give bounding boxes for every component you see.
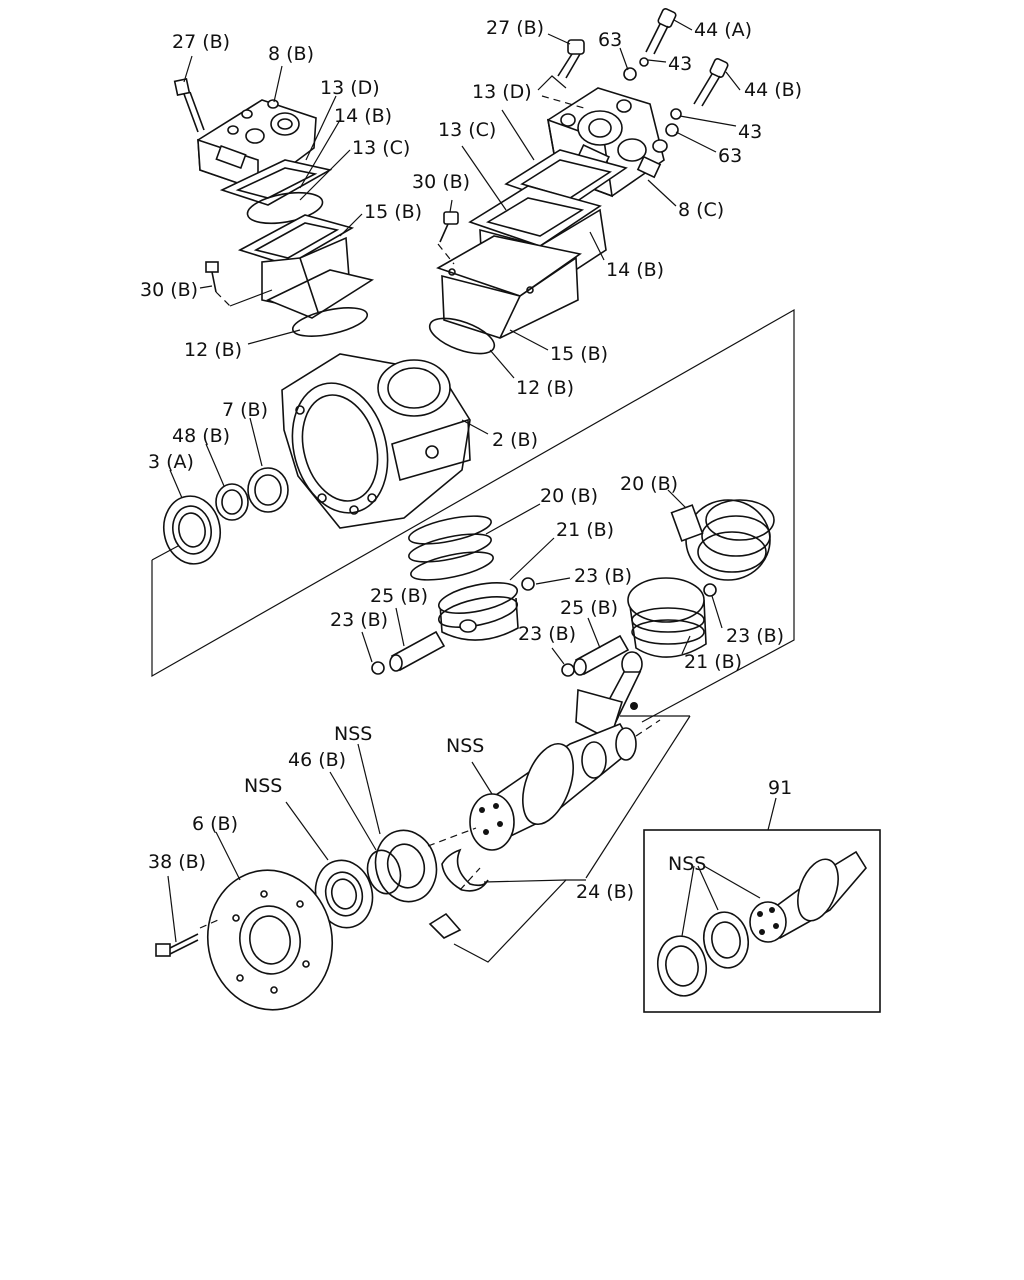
label-27b-right: 27 (B) (486, 17, 544, 39)
label-8b: 8 (B) (268, 43, 314, 65)
needle-bearing-nss (366, 849, 402, 895)
snap-ring-23b-right (703, 583, 717, 597)
label-14b-left: 14 (B) (334, 105, 392, 127)
bolt-38b (155, 933, 199, 957)
label-21b-mid: 21 (B) (556, 519, 614, 541)
label-63-mid: 63 (718, 145, 742, 167)
label-25b-left: 25 (B) (370, 585, 428, 607)
label-48b: 48 (B) (172, 425, 230, 447)
snap-ring-23b-a (521, 577, 535, 591)
piston-rings-20b-mid (408, 515, 494, 581)
bolt-30b-right (439, 211, 459, 243)
label-44a: 44 (A) (694, 19, 752, 41)
piston-21b-right (627, 577, 707, 658)
piston-21b-mid (437, 582, 519, 641)
piston-pin-25b-left (389, 630, 446, 672)
label-nss-inset: NSS (668, 853, 706, 875)
label-13d-right: 13 (D) (472, 81, 532, 103)
screw-44b (693, 57, 729, 107)
bolt-27b-right (557, 39, 585, 79)
screw-44a (645, 7, 677, 55)
bearing-3a (163, 495, 221, 565)
cylinder-head-8b (197, 99, 317, 192)
washer-43-mid (670, 108, 682, 120)
label-23b-left: 23 (B) (330, 609, 388, 631)
snap-ring-23b-far (561, 663, 575, 677)
cylinder-15b-left (237, 214, 375, 319)
label-23b-a: 23 (B) (574, 565, 632, 587)
bolt-27b-left (173, 77, 205, 133)
label-46b: 46 (B) (288, 749, 346, 771)
label-25b-right: 25 (B) (560, 597, 618, 619)
crankcase-2b (281, 353, 471, 529)
inset-bearing-inner (702, 911, 750, 969)
label-43-top: 43 (668, 53, 692, 75)
label-nss-crank: NSS (446, 735, 484, 757)
thrust-washer-24b-lower (428, 912, 462, 939)
crankshaft (469, 723, 637, 851)
o-ring-12b-left (291, 307, 369, 337)
label-15b-left: 15 (B) (364, 201, 422, 223)
label-20b-mid: 20 (B) (540, 485, 598, 507)
inset-bearing-outer (656, 935, 708, 997)
washer-63-mid (665, 123, 679, 137)
label-6b: 6 (B) (192, 813, 238, 835)
label-38b: 38 (B) (148, 851, 206, 873)
label-13d-left: 13 (D) (320, 77, 380, 99)
label-13c-right: 13 (C) (438, 119, 496, 141)
o-ring-14b-left (246, 191, 324, 225)
label-63-top: 63 (598, 29, 622, 51)
label-91: 91 (768, 777, 792, 799)
inset-box-91 (643, 829, 881, 1013)
label-8c: 8 (C) (678, 199, 724, 221)
ring-48b (215, 483, 249, 521)
label-nss-top: NSS (334, 723, 372, 745)
label-15b-right: 15 (B) (550, 343, 608, 365)
leader-lines (151, 19, 795, 963)
piston-pin-25b-right (573, 634, 630, 676)
cover-6b (206, 869, 334, 1011)
bolt-30b-left (205, 261, 219, 293)
washer-63-top (623, 67, 637, 81)
label-nss-bearing: NSS (244, 775, 282, 797)
label-14b-right: 14 (B) (606, 259, 664, 281)
cylinder-15b-right (436, 235, 582, 339)
callout-labels: 27 (B) 8 (B) 13 (D) 14 (B) 13 (C) 15 (B)… (140, 17, 802, 903)
label-7b: 7 (B) (222, 399, 268, 421)
label-21b-right: 21 (B) (684, 651, 742, 673)
label-13c-left: 13 (C) (352, 137, 410, 159)
washer-43-top (639, 57, 649, 67)
snap-ring-23b-left (371, 661, 385, 675)
label-2b: 2 (B) (492, 429, 538, 451)
label-44b: 44 (B) (744, 79, 802, 101)
o-ring-12b-right (428, 317, 496, 355)
label-30b-right: 30 (B) (412, 171, 470, 193)
inset-crankshaft (749, 850, 867, 943)
piston-assembly-20b-right (670, 499, 775, 581)
label-24b: 24 (B) (576, 881, 634, 903)
label-23b-far: 23 (B) (726, 625, 784, 647)
seal-7b (247, 467, 289, 513)
thrust-washer-24b-upper (441, 848, 489, 892)
label-3a: 3 (A) (148, 451, 194, 473)
bearing-46b (374, 829, 438, 903)
bearing-nss (314, 859, 374, 929)
label-30b-left: 30 (B) (140, 279, 198, 301)
label-23b-right: 23 (B) (518, 623, 576, 645)
label-12b-left: 12 (B) (184, 339, 242, 361)
label-27b-top: 27 (B) (172, 31, 230, 53)
label-43-mid: 43 (738, 121, 762, 143)
label-20b-right: 20 (B) (620, 473, 678, 495)
label-12b-right: 12 (B) (516, 377, 574, 399)
